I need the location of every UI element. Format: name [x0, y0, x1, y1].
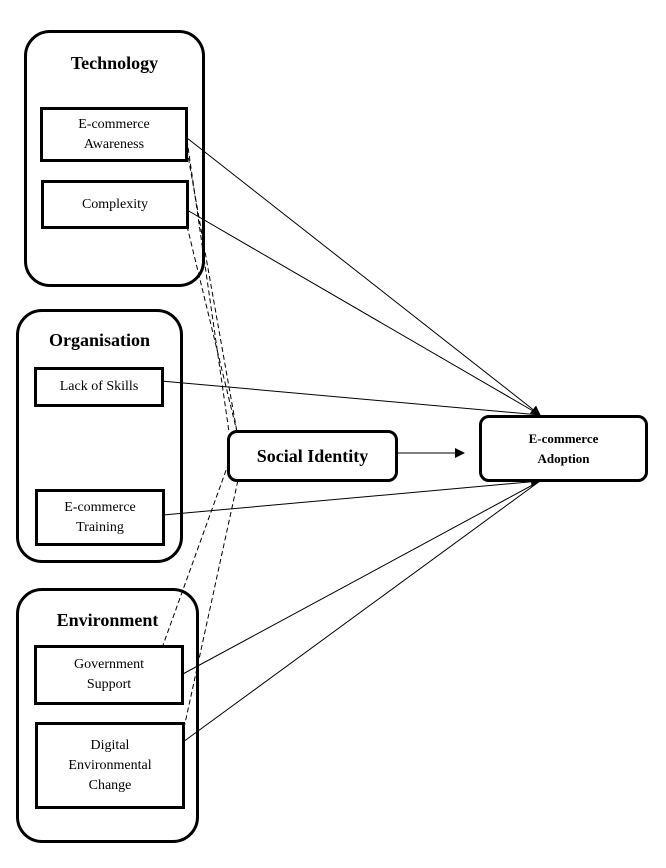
- organisation-group: Organisation: [16, 309, 183, 563]
- ecommerce-adoption-box: E-commerce Adoption: [479, 415, 648, 482]
- technology-title: Technology: [70, 53, 159, 73]
- dashed-complexity-social: [186, 225, 238, 433]
- complexity-box: Complexity: [41, 180, 189, 229]
- environment-group: Environment: [16, 588, 199, 843]
- dashed-awareness-social-b: [186, 149, 238, 433]
- lack-of-skills-box: Lack of Skills: [34, 367, 164, 407]
- organisation-title: Organisation: [48, 330, 150, 350]
- edge-government-adoption: [180, 480, 541, 676]
- ecommerce-awareness-box: E-commerce Awareness: [40, 107, 188, 162]
- ecommerce-training-box: E-commerce Training: [35, 489, 165, 546]
- edge-digital-adoption: [182, 480, 541, 743]
- dashed-government-social: [161, 461, 230, 649]
- social-identity-box: Social Identity: [227, 430, 398, 482]
- edge-training-adoption: [162, 476, 541, 516]
- dashed-awareness-social-a: [186, 139, 230, 433]
- technology-group: Technology: [24, 30, 205, 287]
- dashed-digital-social: [183, 479, 239, 729]
- edge-awareness-adoption: [186, 137, 541, 416]
- government-support-box: Government Support: [34, 645, 184, 705]
- environment-title: Environment: [56, 610, 159, 630]
- edge-skills-adoption: [160, 380, 541, 416]
- edge-complexity-adoption: [186, 209, 541, 416]
- digital-environmental-change-box: Digital Environmental Change: [35, 722, 185, 809]
